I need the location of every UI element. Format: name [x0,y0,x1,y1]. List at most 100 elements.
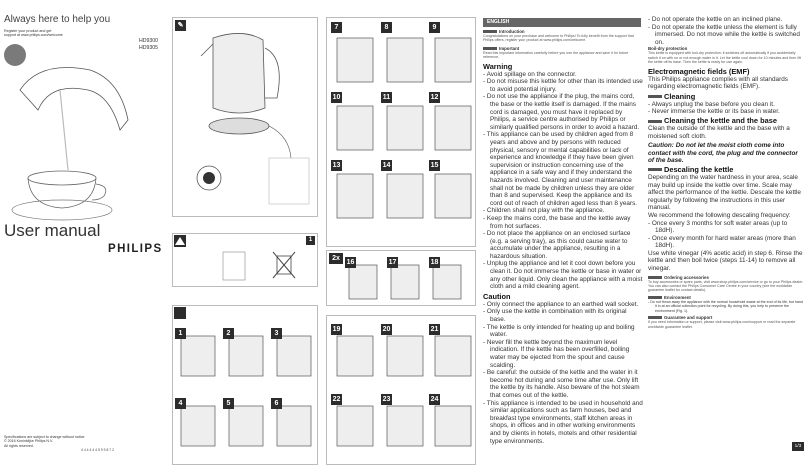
step-number: 16 [345,257,356,268]
steps-panel-bottom-middle: 19 20 21 22 23 24 [326,315,476,465]
warning-illustration [174,235,296,281]
emf-title: Electromagnetic fields (EMF) [648,66,750,76]
section-title: Guarantee and support [648,315,804,320]
step-number: 8 [381,22,392,33]
step-number: 15 [429,160,440,171]
register-badge [4,44,26,66]
caution-list: Only connect the appliance to an earthed… [483,301,643,445]
list-item: Do not operate the kettle on an inclined… [648,16,804,24]
list-item: Never immerse the kettle or its base in … [648,108,804,116]
brand-wordmark: PHILIPS [108,243,163,255]
descaling-list: Once every 3 months for soft water areas… [648,220,804,250]
step-number: 22 [331,394,342,405]
list-item: Keep the mains cord, the base and the ke… [483,215,643,230]
kettle-overview-illustration [196,33,310,205]
fig-badge: 1 [306,236,315,245]
descaling-vinegar: Use white vinegar (4% acetic acid) in st… [648,249,803,273]
guarantee-text: If you need information or support, plea… [648,320,796,329]
step-number: 17 [387,257,398,268]
footer-line: All rights reserved. [4,443,34,448]
repeat-steps-panel: 2x 16 17 18 [326,250,476,306]
steps-panel-bottom-left: 1 2 3 4 5 6 [172,305,318,465]
step-number: 3 [271,328,282,339]
section-title: Cleaning the kettle and the base [648,116,804,125]
document-code: 4 4 4 4 4 4 5 9 9 8 7 2 [81,448,114,452]
list-item: Be careful: the outside of the kettle an… [483,369,643,399]
list-item: Do not operate the kettle unless the ele… [648,24,804,47]
cover-tagline: Always here to help you [4,14,111,25]
register-text: Register your product and get support at… [4,29,63,38]
boildry-text: This kettle is equipped with boil-dry pr… [648,51,801,65]
list-item: Only connect the appliance to an earthed… [483,301,643,309]
step-number: 7 [331,22,342,33]
section-title: Cleaning [648,92,804,101]
descaling-illustrations [336,37,472,219]
step-number: 13 [331,160,342,171]
important-text: Read this important information carefull… [483,50,629,60]
list-item: The kettle is only intended for heating … [483,324,643,339]
section-title: Important [483,46,643,51]
list-item: Unplug the appliance and let it cool dow… [483,260,643,290]
step-number: 19 [331,324,342,335]
kettle-base-text: Clean the outside of the kettle and the … [648,124,790,140]
emf-text: This Philips appliance complies with all… [648,75,788,91]
step-number: 21 [429,324,440,335]
step-number: 1 [175,328,186,339]
model-number: HD9300 [139,38,159,44]
manual-title: User manual [4,221,101,240]
warning-panel: 1 [172,233,318,287]
step-illustrations [174,307,312,447]
caution-title: Caution [483,291,511,301]
product-overview-panel: ✎ [172,17,318,217]
step-number: 24 [429,394,440,405]
list-item: Do not misuse this kettle for other than… [483,78,643,93]
descaling-frequency: We recommend the following descaling fre… [648,211,791,219]
section-title: Descaling the kettle [648,165,804,174]
list-item: Once every month for hard water areas (m… [648,235,804,250]
text-column-1: Introduction Congratulations on your pur… [483,29,643,445]
page-number: 1/3 [792,442,804,451]
language-header: ENGLISH [483,18,641,27]
warning-title: Warning [483,61,513,71]
list-item: Children shall not play with the applian… [483,207,643,215]
cleaning-illustrations [336,335,472,447]
descaling-steps-panel: 7 8 9 10 11 12 13 14 15 [326,17,476,247]
step-number: 14 [381,160,392,171]
model-numbers: HD9300 HD9305 [139,38,158,51]
descaling-text: Depending on the water hardness in your … [648,173,801,212]
accessories-text: To buy accessories or spare parts, visit… [648,279,804,293]
list-item: Only use the kettle in combination with … [483,308,643,323]
cleaning-list: Always unplug the base before you clean … [648,101,804,116]
step-number: 6 [271,398,282,409]
list-item: Once every 3 months for soft water areas… [648,220,804,235]
step-number: 18 [429,257,440,268]
list-item: Never fill the kettle beyond the maximum… [483,339,643,369]
text-column-2: Do not operate the kettle on an inclined… [648,16,804,329]
list-item: This appliance can be used by children a… [483,131,643,207]
warning-list: Avoid spillage on the connector. Do not … [483,71,643,291]
cover: Always here to help you Register your pr… [0,0,168,467]
overview-icon: ✎ [175,20,186,31]
step-number: 10 [331,92,342,103]
list-item: Always unplug the base before you clean … [648,101,804,109]
operation-list: Do not operate the kettle on an inclined… [648,16,804,46]
step-number: 4 [175,398,186,409]
step-number: 23 [381,394,392,405]
kettle-pouring-illustration [11,67,129,221]
footer-line: Specifications are subject to change wit… [4,435,85,439]
section-title: Introduction [483,29,643,34]
step-number: 9 [429,22,440,33]
step-number: 20 [381,324,392,335]
section-title: Ordering accessories [648,275,804,280]
list-item: Avoid spillage on the connector. [483,71,643,79]
section-title: Environment [648,295,804,300]
list-item: Do not throw away the appliance with the… [648,300,804,313]
introduction-text: Congratulations on your purchase and wel… [483,34,634,43]
step-number: 12 [429,92,440,103]
kettle-base-caution: Caution: Do not let the moist cloth come… [648,142,798,165]
repeat-badge: 2x [329,253,343,264]
boildry-title: Boil-dry protection [648,46,688,52]
list-item: Do not use the appliance if the plug, th… [483,93,643,131]
step-number: 2 [223,328,234,339]
footer-line: © 2016 Koninklijke Philips N.V. [4,439,54,444]
